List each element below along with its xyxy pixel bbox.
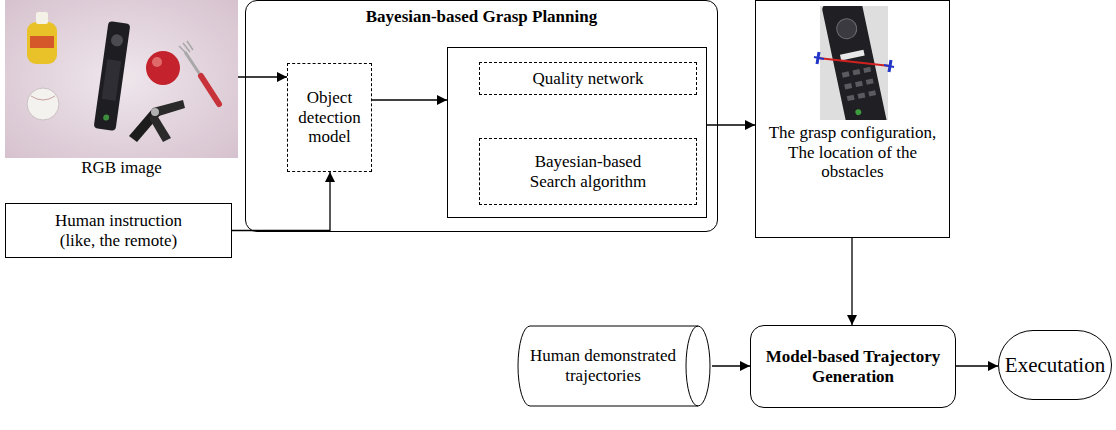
remote-button (103, 114, 110, 121)
connector-arrow (712, 365, 750, 366)
bottle-label (30, 36, 54, 48)
node-label: Human demonstrated trajectories (524, 346, 682, 385)
fork-handle (201, 76, 219, 104)
algorithm-box: Bayesian-based Search algorithm (479, 138, 697, 205)
node-label: The grasp configuration, The location of… (762, 123, 943, 182)
scene-photo (5, 0, 238, 158)
node-label: Quality network (533, 69, 644, 89)
remote-key (855, 109, 862, 116)
node-label: Object detection model (292, 88, 367, 147)
remote-key (847, 95, 855, 101)
network-box: Quality network (479, 62, 697, 95)
remote-body (94, 21, 131, 131)
grasp-line (818, 58, 890, 66)
connector-arrow (372, 99, 447, 100)
remote-button (110, 34, 124, 48)
remote-key (866, 78, 874, 84)
process-box: Model-based Trajectory Generation (750, 325, 956, 408)
data-store: Human demonstrated trajectories (516, 325, 712, 407)
node-label: Bayesian-based Search algorithm (518, 152, 658, 191)
bottle-body (27, 22, 57, 64)
node-label: RGB image (81, 158, 162, 178)
remote-key (858, 92, 866, 98)
remote-keys (102, 59, 121, 101)
node-label: Model-based Trajectory Generation (757, 347, 949, 386)
ball-object (27, 88, 59, 120)
bottle-cap (36, 12, 48, 24)
fork-neck (185, 52, 201, 76)
connector-arrow (851, 238, 852, 325)
node-label: Bayesian-based Grasp Planning (246, 7, 717, 27)
model-box: Object detection model (287, 63, 372, 172)
gripper-mark (814, 57, 824, 59)
photo-ground (5, 0, 238, 158)
module-panel: Bayesian-based Grasp PlanningObject dete… (245, 0, 718, 232)
remote-key (868, 90, 876, 96)
terminal-oval: Executation (998, 330, 1112, 400)
clamp-pivot (151, 108, 159, 116)
clamp-object (129, 100, 185, 142)
fork-object (179, 41, 219, 104)
input-box: Human instruction (like, the remote) (5, 203, 232, 258)
grasp-photo (812, 6, 896, 120)
connector-arrow (956, 365, 998, 366)
remote-key (840, 50, 865, 61)
store-outline (686, 326, 698, 406)
connector-arrow (232, 172, 330, 231)
remote-key (842, 71, 850, 77)
remote-key (863, 67, 871, 73)
node-label: Executation (1005, 353, 1105, 377)
group-box: Quality networkBayesian-based Search alg… (447, 47, 707, 218)
ball-seam (31, 96, 55, 100)
apple-highlight (152, 57, 162, 67)
apple-object (146, 51, 180, 85)
ball-body (27, 88, 59, 120)
gripper-mark (884, 65, 894, 67)
connector-arrow (707, 124, 755, 125)
image-node: RGB image (5, 0, 238, 180)
fork-tines (179, 41, 193, 54)
bottle-object (27, 12, 57, 64)
remote-key (855, 81, 863, 87)
node-label: Human instruction (like, the remote) (44, 211, 194, 250)
store-outline (518, 326, 710, 406)
output-box: The grasp configuration, The location of… (755, 0, 950, 238)
remote-key (844, 83, 852, 89)
clamp-handle (149, 112, 171, 142)
remote-dial (835, 17, 859, 41)
remote-object (94, 21, 131, 131)
remote-key (853, 69, 861, 75)
apple-body (146, 51, 180, 85)
